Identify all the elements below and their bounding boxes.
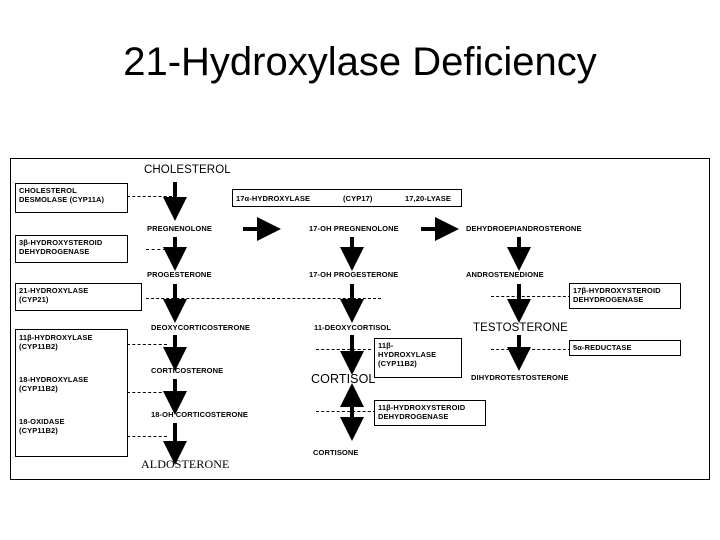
node-cholesterol: CHOLESTEROL [144,164,231,176]
node-dihydrotestosterone: DIHYDROTESTOSTERONE [471,373,569,382]
dashed-line-desmolase [127,196,172,197]
node-17oh-pregnenolone: 17-OH PREGNENOLONE [309,224,399,233]
enzyme-label: DESMOLASE (CYP11A) [19,195,105,204]
node-cortisone: CORTISONE [313,448,359,457]
enzyme-label: 3β-HYDROXYSTEROID [19,238,103,247]
enzyme-box-cyp11b2: 11β-HYDROXYLASE (CYP11B2) 18-HYDROXYLASE… [15,329,128,457]
dashed-line-11b [127,344,167,345]
enzyme-label: CHOLESTEROL [19,186,77,195]
dashed-line-hsd17b [491,296,571,297]
node-11-deoxycortisol: 11-DEOXYCORTISOL [314,323,392,332]
enzyme-label: 18-HYDROXYLASE [19,375,89,384]
enzyme-label: 18-OXIDASE [19,417,65,426]
node-17oh-progesterone: 17-OH PROGESTERONE [309,270,399,279]
dashed-line-18h [127,392,167,393]
slide-title: 21-Hydroxylase Deficiency [123,40,597,84]
enzyme-label: HYDROXYLASE [378,350,437,359]
enzyme-label: (CYP11B2) [378,359,417,368]
node-18oh-corticosterone: 18-OH CORTICOSTERONE [151,410,249,419]
enzyme-label: (CYP11B2) [19,384,58,393]
enzyme-box-cyp11b1: 11β- HYDROXYLASE (CYP11B2) [374,338,462,378]
node-cortisol: CORTISOL [311,372,376,386]
node-corticosterone: CORTICOSTERONE [151,366,224,375]
enzyme-label: 11β- [378,341,394,350]
enzyme-label: DEHYDROGENASE [573,295,644,304]
enzyme-label-17a: 17α-HYDROXYLASE [236,194,311,203]
enzyme-box-reductase: 5α-REDUCTASE [569,340,681,356]
node-dhea: DEHYDROEPIANDROSTERONE [466,224,582,233]
enzyme-label: 17β-HYDROXYSTEROID [573,286,661,295]
node-pregnenolone: PREGNENOLONE [147,224,212,233]
enzyme-label: (CYP11B2) [19,342,58,351]
enzyme-label-cyp17: (CYP17) [343,194,373,203]
dashed-line-cyp21 [146,298,381,299]
enzyme-label-lyase: 17,20-LYASE [405,194,451,203]
node-progesterone: PROGESTERONE [147,270,212,279]
node-aldosterone: ALDOSTERONE [141,457,230,471]
enzyme-label: 5α-REDUCTASE [573,343,632,352]
dashed-line-cyp11b1 [316,349,371,350]
enzyme-label: (CYP11B2) [19,426,58,435]
dashed-line-reductase [491,349,571,350]
enzyme-label: 11β-HYDROXYSTEROID [378,403,466,412]
steroidogenesis-diagram: CHOLESTEROL CHOLESTEROL DESMOLASE (CYP11… [10,158,710,480]
enzyme-box-hsd11b: 11β-HYDROXYSTEROID DEHYDROGENASE [374,400,486,426]
node-testosterone: TESTOSTERONE [473,322,568,334]
node-deoxycorticosterone: DEOXYCORTICOSTERONE [151,323,250,332]
enzyme-label: 11β-HYDROXYLASE [19,333,93,342]
enzyme-box-cyp21: 21-HYDROXYLASE (CYP21) [15,283,142,311]
enzyme-box-desmolase: CHOLESTEROL DESMOLASE (CYP11A) [15,183,128,213]
enzyme-box-hsd17b: 17β-HYDROXYSTEROID DEHYDROGENASE [569,283,681,309]
enzyme-label: (CYP21) [19,295,49,304]
enzyme-box-cyp17: 17α-HYDROXYLASE (CYP17) 17,20-LYASE [232,189,462,207]
enzyme-box-hsd3b: 3β-HYDROXYSTEROID DEHYDROGENASE [15,235,128,263]
enzyme-label: DEHYDROGENASE [19,247,90,256]
node-androstenedione: ANDROSTENEDIONE [466,270,544,279]
dashed-line-hsd3b [146,249,166,250]
enzyme-label: 21-HYDROXYLASE [19,286,89,295]
dashed-line-hsd11b [316,411,376,412]
arrows-layer [163,182,531,465]
enzyme-label: DEHYDROGENASE [378,412,449,421]
dashed-line-18ox [127,436,167,437]
